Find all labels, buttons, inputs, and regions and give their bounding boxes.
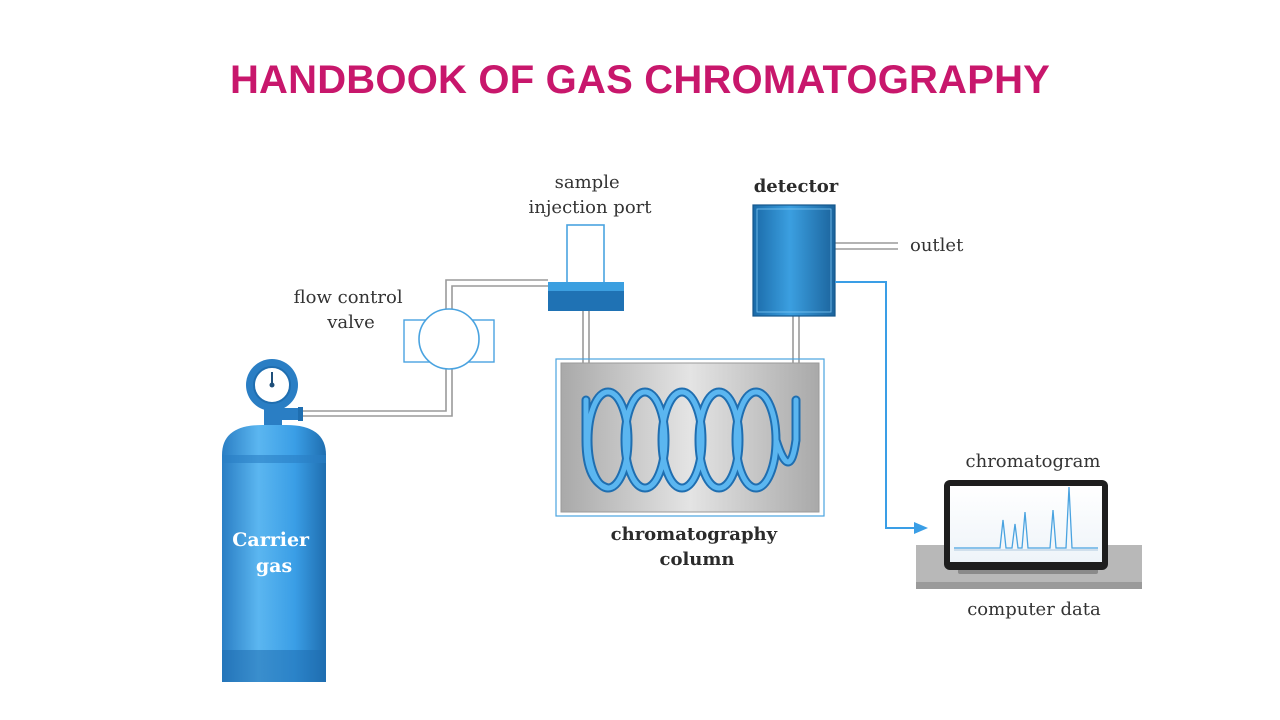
signal-arrow-icon [914, 522, 928, 534]
carrier-gas-label: Carrier gas [232, 529, 315, 577]
flow-control-valve [403, 308, 495, 370]
pressure-gauge-icon [246, 359, 298, 411]
gas-line-cylinder-to-valve [300, 362, 453, 417]
chromatography-column-label: chromatography column [611, 524, 784, 570]
sample-injection-port [548, 224, 624, 311]
chromatogram-plot [954, 486, 1098, 549]
outlet-label: outlet [910, 235, 964, 256]
column-oven [555, 358, 825, 517]
detector [752, 204, 836, 317]
column-coil [581, 387, 801, 493]
detector-label: detector [754, 176, 839, 197]
carrier-gas-cylinder [222, 398, 326, 682]
chromatogram-label: chromatogram [966, 451, 1101, 472]
computer-data-label: computer data [967, 599, 1101, 620]
flow-control-valve-label: flow control valve [294, 287, 409, 333]
page-title: HANDBOOK OF GAS CHROMATOGRAPHY [229, 58, 1051, 102]
outlet-line [835, 242, 898, 250]
sample-injection-port-label: sample injection port [528, 172, 652, 218]
signal-line [835, 281, 916, 529]
laptop-computer [916, 480, 1142, 589]
